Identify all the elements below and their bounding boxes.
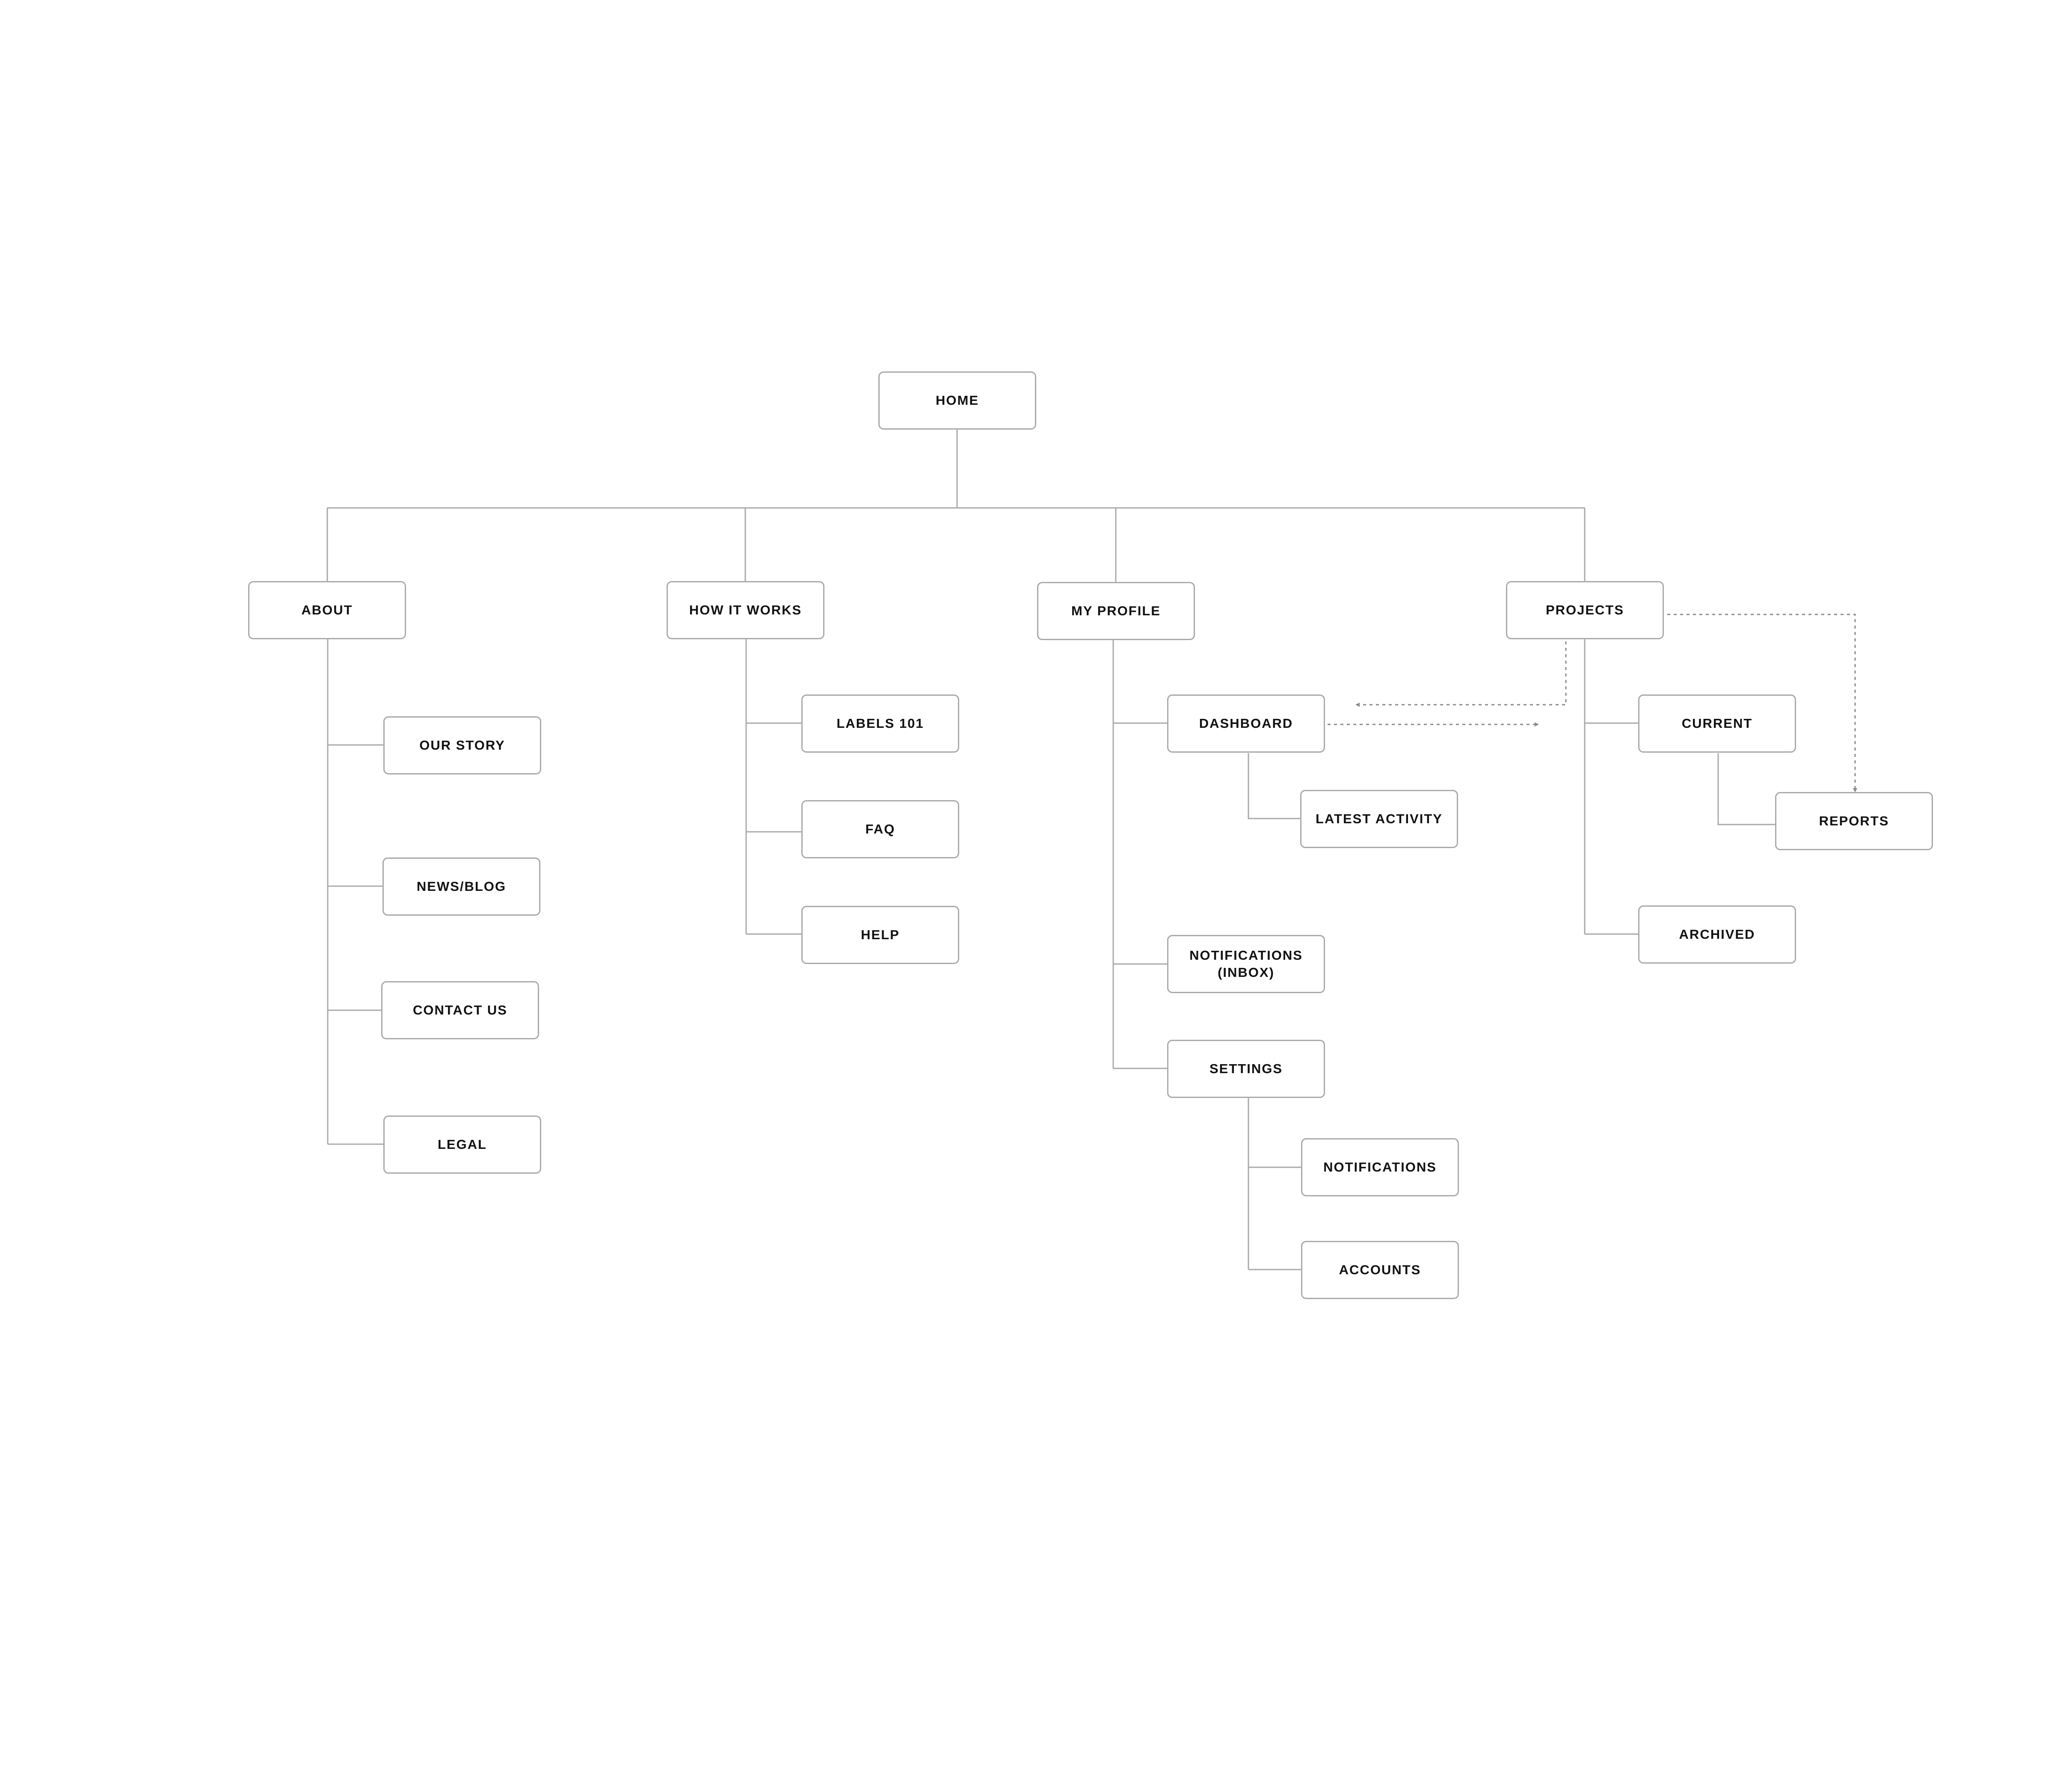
connector-dashboard-latest-activity: [1248, 753, 1300, 819]
node-settings[interactable]: SETTINGS: [1167, 1040, 1325, 1098]
node-latest-activity[interactable]: LATEST ACTIVITY: [1300, 790, 1458, 848]
node-legal[interactable]: LEGAL: [383, 1116, 541, 1174]
node-help[interactable]: HELP: [801, 906, 959, 964]
node-projects[interactable]: PROJECTS: [1506, 581, 1664, 639]
node-archived[interactable]: ARCHIVED: [1638, 905, 1796, 964]
node-dashboard[interactable]: DASHBOARD: [1167, 694, 1325, 753]
node-home[interactable]: HOME: [878, 371, 1036, 430]
node-notifications-inbox[interactable]: NOTIFICATIONS (INBOX): [1167, 935, 1325, 993]
dotted-link-projects-reports: [1667, 614, 1857, 792]
node-labels-101[interactable]: LABELS 101: [801, 694, 959, 753]
node-how-it-works[interactable]: HOW IT WORKS: [667, 581, 824, 639]
node-our-story[interactable]: OUR STORY: [383, 716, 541, 774]
node-accounts[interactable]: ACCOUNTS: [1301, 1241, 1459, 1299]
node-about[interactable]: ABOUT: [248, 581, 406, 639]
node-faq[interactable]: FAQ: [801, 800, 959, 858]
node-notifications[interactable]: NOTIFICATIONS: [1301, 1138, 1459, 1196]
dotted-link-projects-dashboard: [1355, 641, 1567, 707]
node-contact-us[interactable]: CONTACT US: [381, 981, 539, 1039]
node-reports[interactable]: REPORTS: [1775, 792, 1933, 850]
connector-current-reports: [1717, 753, 1775, 825]
node-my-profile[interactable]: MY PROFILE: [1037, 582, 1195, 640]
node-current[interactable]: CURRENT: [1638, 694, 1796, 753]
node-news-blog[interactable]: NEWS/BLOG: [382, 857, 540, 916]
